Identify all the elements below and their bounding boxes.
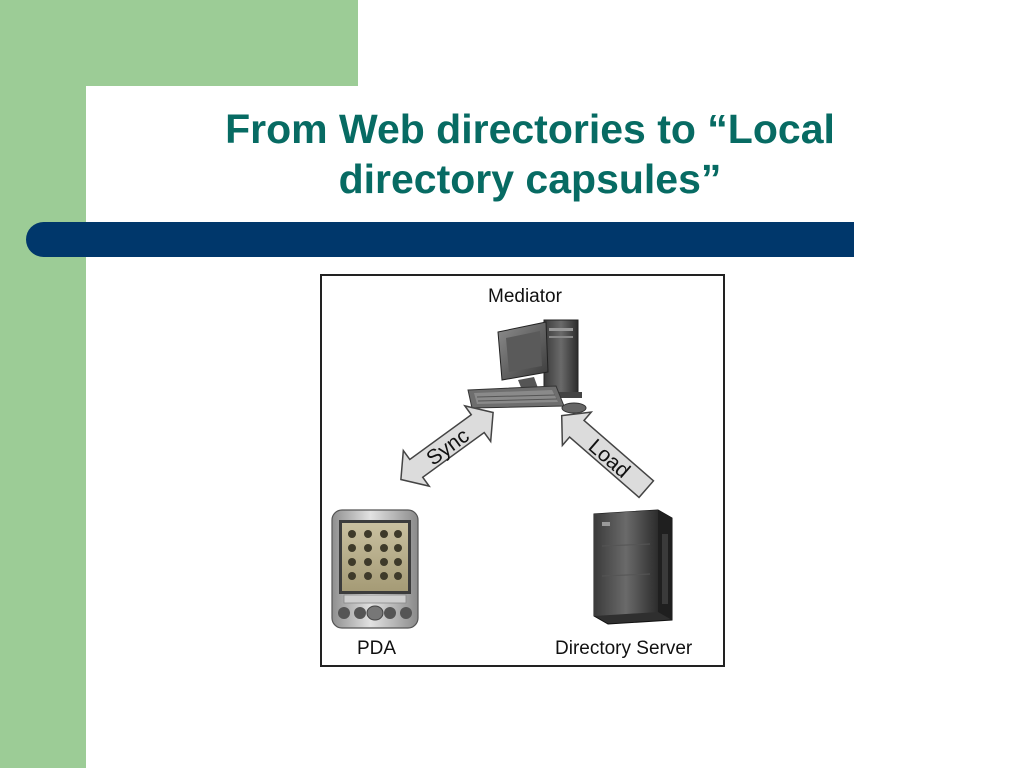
mediator-label: Mediator [488,286,562,307]
title-underline-bar [26,222,854,257]
pda-icon [331,509,419,629]
pda-label: PDA [357,638,397,659]
server-icon [593,509,673,625]
slide-title-line-1: From Web directories to “Local [225,106,835,152]
load-arrow: Load [560,411,655,499]
slide-title-line-2: directory capsules” [338,156,722,202]
slide-title: From Web directories to “Local directory… [100,104,960,204]
side-panel-left [0,0,86,768]
diagram-canvas: Sync Load [331,319,673,629]
directory-server-label: Directory Server [555,638,693,659]
computer-icon [467,319,587,414]
sync-arrow: Sync [400,404,494,488]
architecture-diagram: Sync Load [320,274,725,667]
